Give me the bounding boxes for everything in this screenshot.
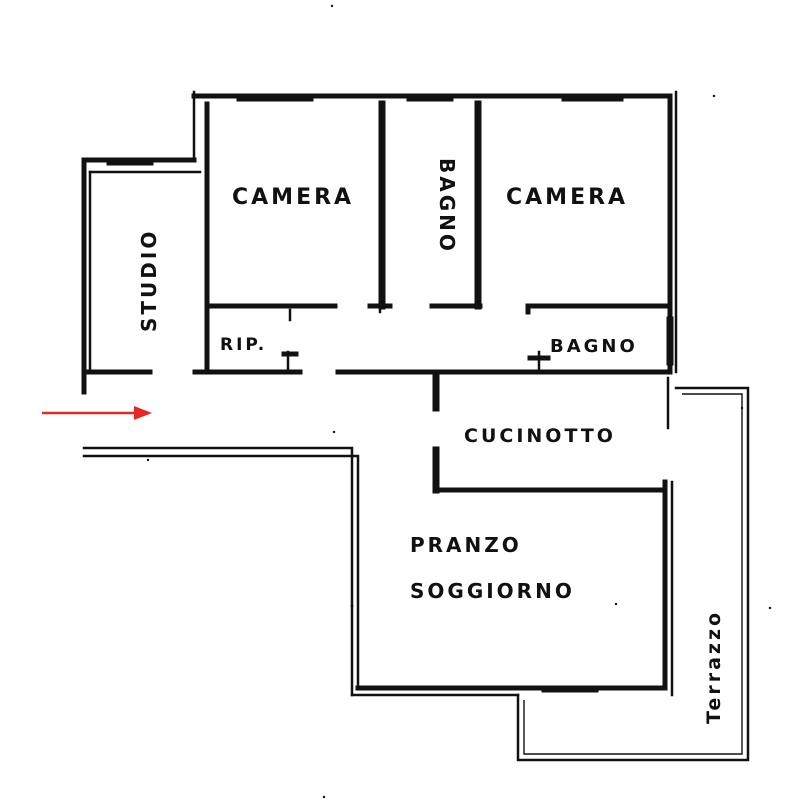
- room-label-cucinotto: CUCINOTTO: [464, 425, 616, 447]
- plan-marks: [146, 4, 772, 799]
- room-label-camera-left: CAMERA: [232, 185, 354, 210]
- arrow-right-icon: [42, 406, 152, 420]
- room-label-bagno-small: BAGNO: [550, 336, 638, 357]
- room-label-terrazzo: Terrazzo: [703, 610, 725, 724]
- room-label-pranzo: PRANZO: [410, 533, 522, 557]
- room-label-rip: RIP.: [220, 335, 267, 355]
- room-label-bagno-vertical: BAGNO: [435, 158, 459, 254]
- room-label-camera-right: CAMERA: [506, 185, 628, 210]
- room-label-studio: STUDIO: [137, 229, 161, 332]
- room-label-soggiorno: SOGGIORNO: [410, 579, 575, 603]
- interior-walls: [192, 100, 674, 494]
- outer-walls: [81, 90, 750, 762]
